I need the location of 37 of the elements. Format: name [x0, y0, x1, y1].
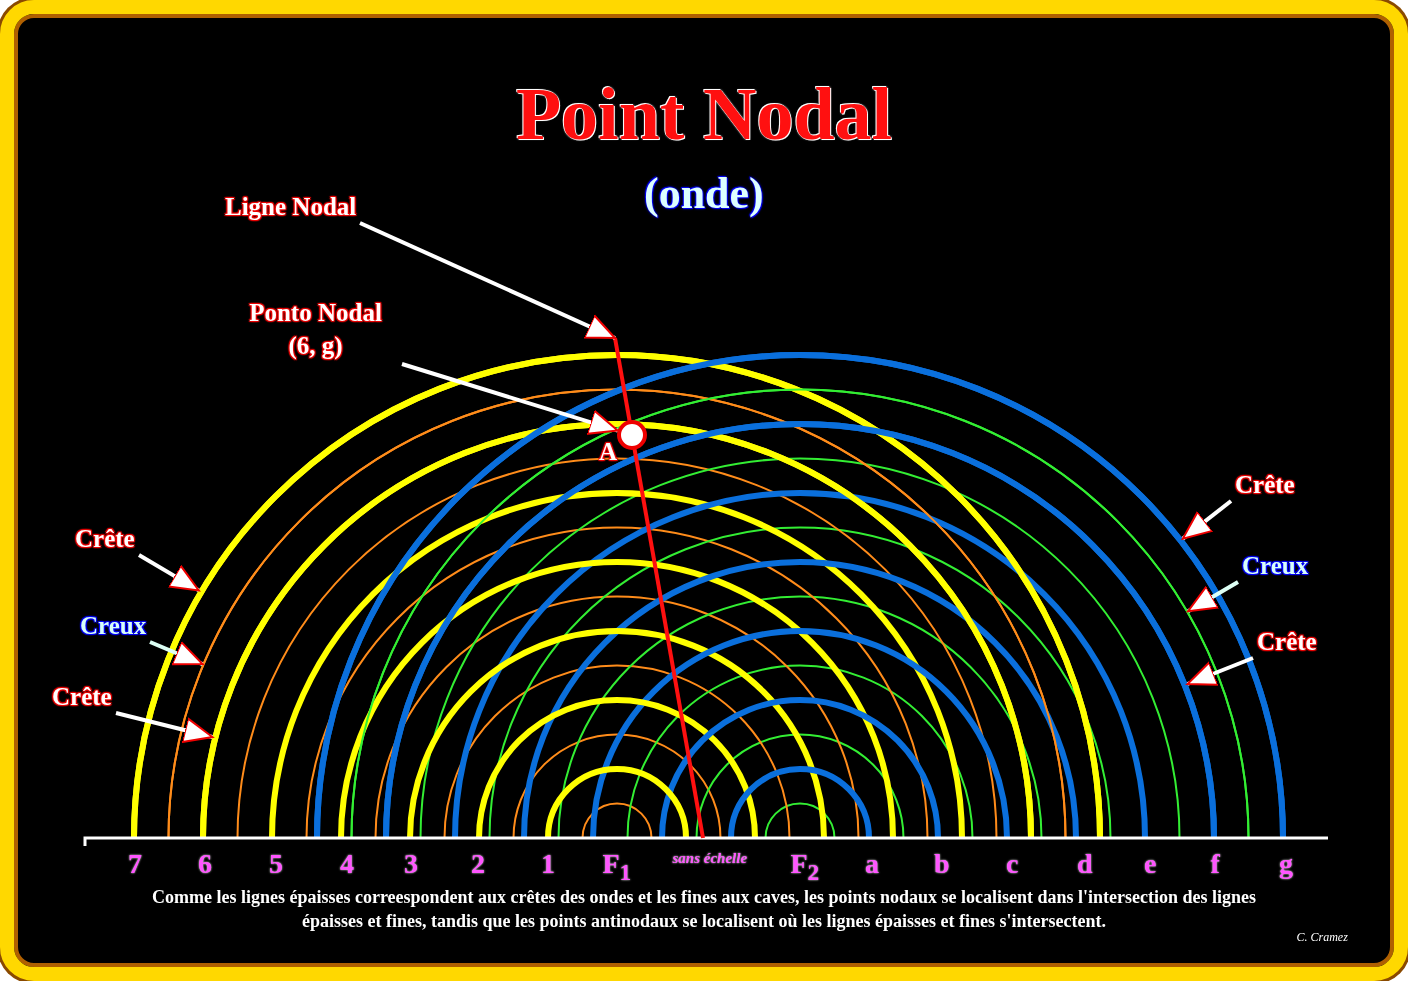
- leader-arrow: [359, 221, 616, 340]
- axis-label: 1: [541, 848, 555, 880]
- axis-label: d: [1077, 848, 1093, 880]
- signature: C. Cramez: [1296, 930, 1348, 945]
- axis-label: b: [934, 848, 950, 880]
- axis-label: 7: [128, 848, 142, 880]
- axis-label: a: [865, 848, 879, 880]
- axis-label: 5: [269, 848, 283, 880]
- callout-label: Ponto Nodal (6, g): [233, 296, 398, 362]
- scale-note: sans échelle: [672, 850, 748, 867]
- leader-arrow: [149, 640, 204, 666]
- callout-label: Crête: [1257, 628, 1317, 656]
- axis-label: 6: [198, 848, 212, 880]
- axis-label: 3: [404, 848, 418, 880]
- title: Point Nodal: [514, 72, 894, 157]
- axis-label: f: [1210, 848, 1220, 880]
- subtitle: (onde): [644, 168, 764, 219]
- leader-arrow: [1181, 499, 1233, 541]
- axis-label: F$_{1}$: [602, 848, 632, 886]
- leader-arrow: [115, 711, 214, 743]
- axis-label: 2: [471, 848, 485, 880]
- leader-arrow: [1187, 580, 1239, 613]
- callout-label: Crête: [52, 683, 112, 711]
- callout-label: Ligne Nodal: [225, 193, 357, 221]
- leader-arrow: [401, 362, 619, 435]
- leader-arrow: [1186, 656, 1254, 686]
- callout-label: Creux: [1242, 552, 1309, 580]
- axis-label: g: [1279, 848, 1293, 880]
- callout-label: Crête: [75, 525, 135, 553]
- axis-label: e: [1144, 848, 1157, 880]
- leader-arrow: [137, 553, 200, 593]
- caption-text: Comme les lignes épaisses correespondent aux crêtes des ondes et les fines aux caves, les points nodaux se localisent dans l'intersection des lignes épaisses et fines, tandis que les points antinodaux se localisent où les lignes épaisses et fines s'intersectent.: [150, 886, 1258, 933]
- callout-label: Creux: [80, 612, 147, 640]
- axis-label: 4: [340, 848, 354, 880]
- axis-label: F$_{2}$: [790, 848, 820, 886]
- axis-label: c: [1006, 848, 1019, 880]
- callout-label: Crête: [1235, 471, 1295, 499]
